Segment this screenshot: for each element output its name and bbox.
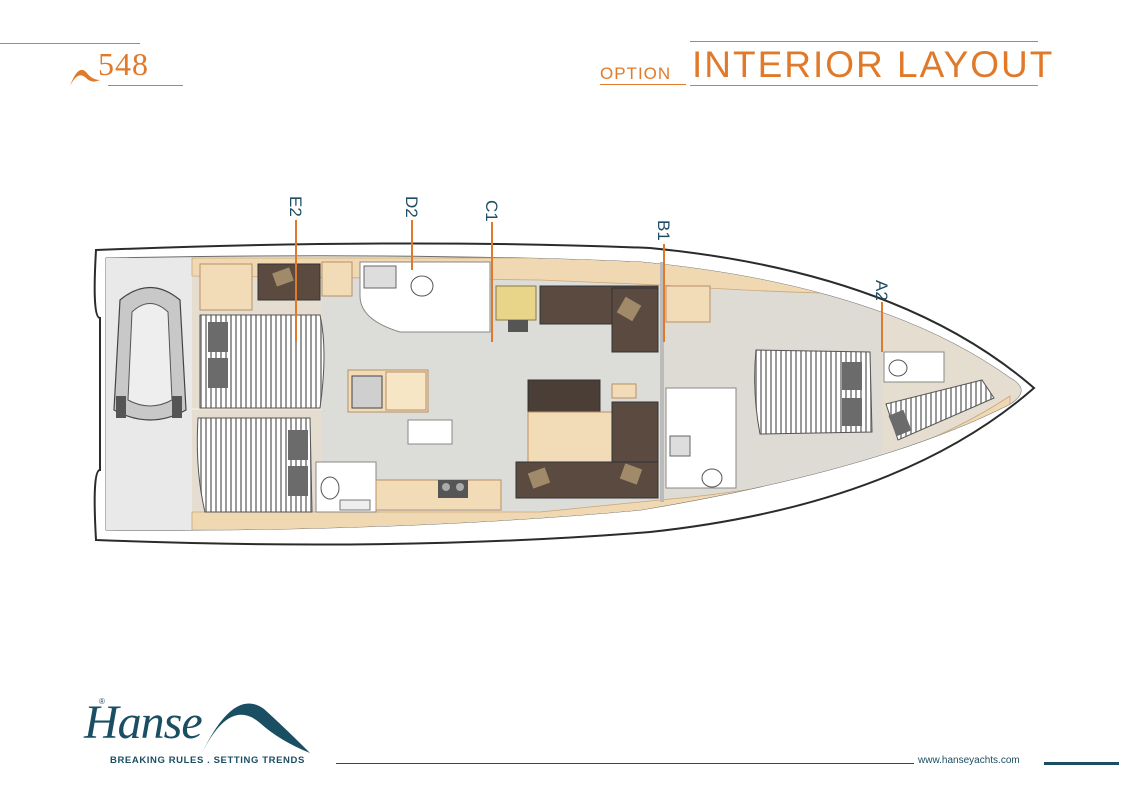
option-label: OPTION	[600, 64, 672, 83]
forward-cabin	[665, 285, 873, 435]
saloon-seating	[515, 285, 659, 499]
section-label-a2: A2	[872, 280, 891, 301]
title-underline	[690, 85, 1038, 86]
website-link[interactable]: www.hanseyachts.com	[918, 755, 1020, 766]
page-title: INTERIOR LAYOUT	[692, 44, 1055, 85]
model-number: 548	[98, 46, 149, 82]
aft-stbd-cabin	[196, 417, 313, 513]
footer-rule	[336, 763, 914, 764]
registered-mark: ®	[99, 697, 105, 706]
forward-head	[665, 387, 737, 489]
footer-rule-right	[1044, 762, 1119, 765]
aft-head	[315, 461, 377, 513]
header-rule-title-top	[690, 41, 1038, 42]
bulkhead-b1	[660, 262, 664, 502]
aft-port-cabin	[199, 261, 353, 409]
section-label-e2: E2	[286, 196, 305, 217]
section-label-b1: B1	[654, 220, 673, 241]
brand-tagline: BREAKING RULES . SETTING TRENDS	[110, 755, 305, 766]
section-label-d2: D2	[402, 196, 421, 218]
option-underline	[600, 84, 686, 85]
section-label-c1: C1	[482, 200, 501, 222]
tender-dinghy	[113, 287, 187, 421]
brand-logo-text: Hanse	[84, 696, 203, 749]
forepeak-cabin	[883, 351, 995, 441]
header-rule-left-top	[0, 43, 140, 44]
port-head	[359, 261, 491, 333]
nav-station	[495, 285, 537, 332]
header-rule-model	[108, 85, 183, 86]
brand-wave-icon	[202, 703, 310, 753]
galley	[347, 369, 502, 511]
model-wave-icon	[70, 69, 100, 86]
